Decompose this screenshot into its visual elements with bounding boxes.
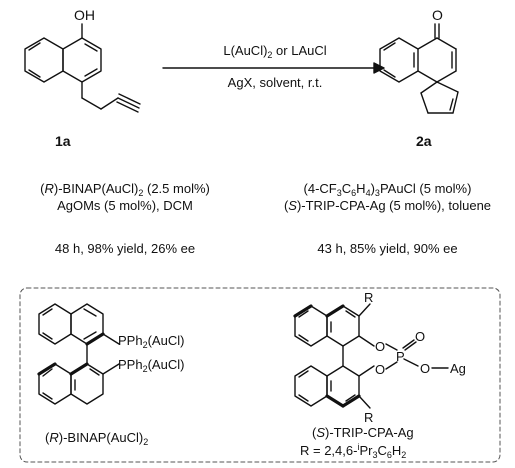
cpa-r-top-label: R	[364, 290, 373, 305]
trip-cpa-structure	[293, 303, 449, 409]
product-label: 2a	[416, 133, 432, 149]
substrate-label: 1a	[55, 133, 71, 149]
binap-pph2-top-label: PPh2(AuCl)	[118, 333, 185, 350]
condition-left-result: 48 h, 98% yield, 26% ee	[54, 241, 196, 256]
condition-left-additive: AgOMs (5 mol%), DCM	[57, 198, 193, 213]
substrate-1a-structure	[24, 23, 141, 113]
cpa-name: (S)-TRIP-CPA-Ag	[312, 425, 414, 440]
cpa-o-double-label: O	[415, 329, 425, 344]
condition-right-additive: (S)-TRIP-CPA-Ag (5 mol%), toluene	[283, 198, 492, 213]
substrate-oh-label: OH	[74, 7, 95, 23]
cpa-o1-label: O	[375, 339, 385, 354]
reaction-arrow	[162, 62, 385, 74]
condition-right-catalyst: (4-CF3C6H4)3PAuCl (5 mol%)	[303, 181, 472, 198]
ligand-box	[19, 287, 501, 463]
cpa-r-definition: R = 2,4,6-iPr3C6H2	[300, 442, 407, 460]
cpa-p-label: P	[396, 349, 405, 364]
reagent-line-2: AgX, solvent, r.t.	[227, 75, 323, 90]
cpa-ag-label: Ag	[450, 361, 466, 376]
binap-name: (R)-BINAP(AuCl)2	[45, 430, 149, 447]
cpa-o2-label: O	[375, 362, 385, 377]
product-carbonyl-o-label: O	[432, 7, 443, 23]
reagent-line-1: L(AuCl)2 or LAuCl	[223, 43, 327, 60]
cpa-r-bottom-label: R	[364, 410, 373, 425]
binap-pph2-bottom-label: PPh2(AuCl)	[118, 357, 185, 374]
cpa-o-ag-label: O	[420, 361, 430, 376]
condition-left-catalyst: (R)-BINAP(AuCl)2 (2.5 mol%)	[40, 181, 210, 198]
condition-right-result: 43 h, 85% yield, 90% ee	[317, 241, 458, 256]
product-2a-structure	[379, 23, 459, 114]
binap-structure	[37, 303, 120, 405]
